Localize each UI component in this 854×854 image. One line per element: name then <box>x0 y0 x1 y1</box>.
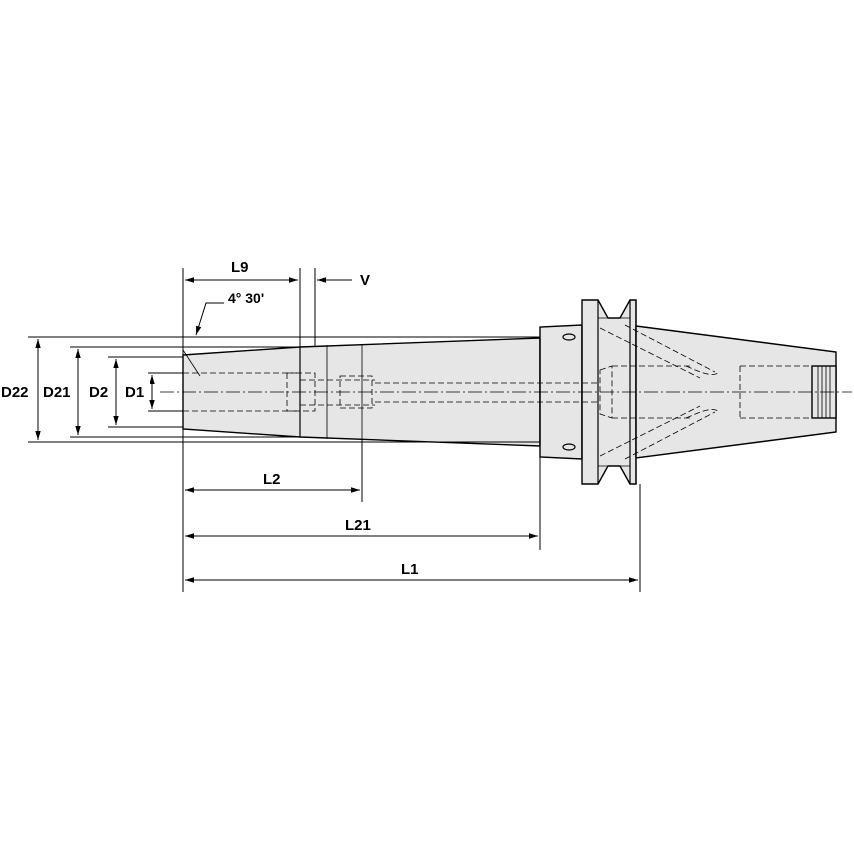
l9-label: L9 <box>231 259 249 276</box>
angle-label: 4° 30' <box>228 290 264 306</box>
l2-label: L2 <box>263 471 281 488</box>
length-dimensions: L2 L21 L1 <box>182 429 641 592</box>
angle-leader <box>195 302 224 336</box>
d22-label: D22 <box>1 384 29 401</box>
v-label: V <box>360 272 370 289</box>
d21-label: D21 <box>43 384 71 401</box>
l21-label: L21 <box>345 517 371 534</box>
l1-label: L1 <box>401 561 419 578</box>
d1-label: D1 <box>125 384 144 401</box>
hidden-features <box>183 324 812 460</box>
d2-label: D2 <box>89 384 108 401</box>
diameter-dimensions: D22 D21 D2 D1 <box>0 336 540 443</box>
top-dimensions: L9 V 4° 30' <box>182 259 370 377</box>
